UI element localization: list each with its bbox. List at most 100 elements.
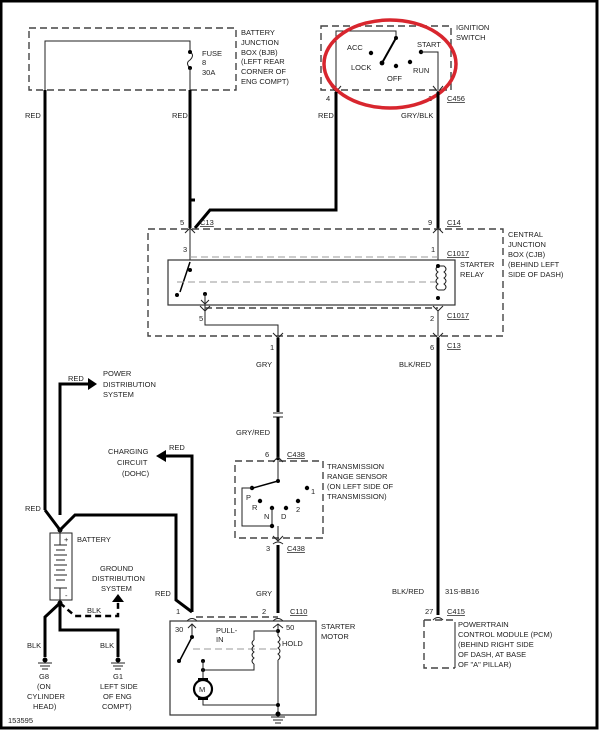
cjb-connector-c13: C13 xyxy=(200,218,214,227)
ignition-label-1: IGNITION xyxy=(456,23,489,32)
bjb-outline xyxy=(28,27,237,91)
cjb-label-1: CENTRAL xyxy=(508,230,543,239)
cjb-label-3: BOX (CJB) xyxy=(508,250,546,259)
g1-label-1: G1 xyxy=(113,672,123,681)
pull-in-label-1: PULL- xyxy=(216,626,238,635)
arrow-left-icon xyxy=(156,450,166,462)
cjb-outline xyxy=(147,228,504,337)
cjb-pin-6: 6 xyxy=(430,343,434,352)
ignition-switch: ACC LOCK OFF RUN START IGNITION SWITCH 4… xyxy=(320,23,489,103)
pcm-pin: 27 xyxy=(425,607,433,616)
wire-label-red-fuse: RED xyxy=(172,111,188,120)
wire-label-gry-blk: GRY/BLK xyxy=(401,111,433,120)
starter-connector: C110 xyxy=(290,607,307,616)
pull-in-label-2: IN xyxy=(216,635,224,644)
ign-pos-acc: ACC xyxy=(347,43,363,52)
cjb-pin-c13-top: 5 xyxy=(180,218,184,227)
trs-label-1: TRANSMISSION xyxy=(327,462,384,471)
relay-contact-blade xyxy=(179,261,191,293)
ign-pos-lock: LOCK xyxy=(351,63,371,72)
trs-connector-bottom: C438 xyxy=(287,544,305,553)
bjb-label-6: ENG COMPT) xyxy=(241,77,289,86)
charging-label-3: (DOHC) xyxy=(122,469,150,478)
g1-label-3: OF ENG xyxy=(103,692,132,701)
bjb-label-3: BOX (BJB) xyxy=(241,48,278,57)
wire-label-red-starter: RED xyxy=(155,589,171,598)
pull-in-coil-icon xyxy=(251,639,255,665)
pcm-connector: C415 xyxy=(447,607,465,616)
relay-pin-5: 5 xyxy=(199,314,203,323)
wire-label-gry: GRY xyxy=(256,360,272,369)
wire-label-red-battery: RED xyxy=(25,504,41,513)
ignition-switch-blade xyxy=(381,37,397,64)
ignition-label-2: SWITCH xyxy=(456,33,486,42)
trs-pos-1: 1 xyxy=(311,487,315,496)
trs-outline xyxy=(234,460,324,539)
battery-junction-box: FUSE 8 30A BATTERY JUNCTION BOX (BJB) (L… xyxy=(28,27,289,91)
central-junction-box: 5 C13 9 C14 3 1 C1017 STARTER RELAY 5 2 … xyxy=(147,218,564,352)
pds-label-2: DISTRIBUTION xyxy=(103,380,156,389)
ign-pos-run: RUN xyxy=(413,66,429,75)
wire-blk-g8 xyxy=(43,601,62,657)
trs-pos-r: R xyxy=(252,503,258,512)
starter-pin-1: 1 xyxy=(176,607,180,616)
terminal-50: 50 xyxy=(286,623,294,632)
starter-pin-2: 2 xyxy=(262,607,266,616)
trs-pos-p: P xyxy=(246,493,251,502)
ignition-outline xyxy=(320,25,452,91)
ground-g8-icon xyxy=(38,657,52,670)
starter-outline xyxy=(169,620,317,716)
pcm-label-1: POWERTRAIN xyxy=(458,620,509,629)
bjb-label-1: BATTERY xyxy=(241,28,275,37)
highlight-circle xyxy=(322,18,458,110)
cjb-connector-c13-bottom: C13 xyxy=(447,341,461,350)
trs-pos-2: 2 xyxy=(296,505,300,514)
pcm-label-4: OF DASH, AT BASE xyxy=(458,650,526,659)
battery-icon xyxy=(49,532,73,601)
pds-label-3: SYSTEM xyxy=(103,390,134,399)
fuse-label-1: FUSE xyxy=(202,49,222,58)
wire-label-gry-red: GRY/RED xyxy=(236,428,271,437)
cjb-connector-c1017-top: C1017 xyxy=(447,249,469,258)
ign-pos-start: START xyxy=(417,40,441,49)
wire-label-red-ign: RED xyxy=(318,111,334,120)
wire-label-blk-red: BLK/RED xyxy=(399,360,432,369)
g8-label-3: CYLINDER xyxy=(27,692,66,701)
ign-pos-off: OFF xyxy=(387,74,402,83)
cjb-connector-c1017-bottom: C1017 xyxy=(447,311,469,320)
g1-label-2: LEFT SIDE xyxy=(100,682,138,691)
wire-label-blk-red-pcm: BLK/RED xyxy=(392,587,425,596)
hold-coil-icon xyxy=(277,635,281,661)
bjb-label-5: CORNER OF xyxy=(241,67,286,76)
bjb-label-2: JUNCTION xyxy=(241,38,279,47)
charging-label-1: CHARGING xyxy=(108,447,149,456)
wire-label-red-pds: RED xyxy=(68,374,84,383)
powertrain-control-module: 27 C415 POWERTRAIN CONTROL MODULE (PCM) … xyxy=(423,607,553,669)
pcm-label-5: OF "A" PILLAR) xyxy=(458,660,512,669)
battery-plus: + xyxy=(64,535,69,544)
wire-label-gry-starter: GRY xyxy=(256,589,272,598)
relay-coil-icon xyxy=(435,265,439,291)
pds-label-1: POWER xyxy=(103,369,132,378)
battery-minus: - xyxy=(65,591,68,600)
battery: RED + - BATTERY xyxy=(25,504,193,614)
wire-label-blk-g8: BLK xyxy=(27,641,41,650)
g8-label-1: G8 xyxy=(39,672,49,681)
cjb-connector-c14: C14 xyxy=(447,218,461,227)
pcm-label-2: CONTROL MODULE (PCM) xyxy=(458,630,553,639)
trs-pos-d: D xyxy=(281,512,287,521)
trs-label-4: TRANSMISSION) xyxy=(327,492,387,501)
trs-pin-bottom: 3 xyxy=(266,544,270,553)
wire-red-ign xyxy=(193,92,338,229)
starter-label-1: STARTER xyxy=(321,622,356,631)
relay-pin-2: 2 xyxy=(430,314,434,323)
cjb-pin-c14-top: 9 xyxy=(428,218,432,227)
fuse-icon xyxy=(187,51,193,69)
cjb-label-2: JUNCTION xyxy=(508,240,546,249)
wire-circuit-id: 31S-BB16 xyxy=(445,587,479,596)
cjb-label-4: (BEHIND LEFT xyxy=(508,260,560,269)
ground-g1-icon xyxy=(111,657,125,670)
fuse-label-3: 30A xyxy=(202,68,215,77)
